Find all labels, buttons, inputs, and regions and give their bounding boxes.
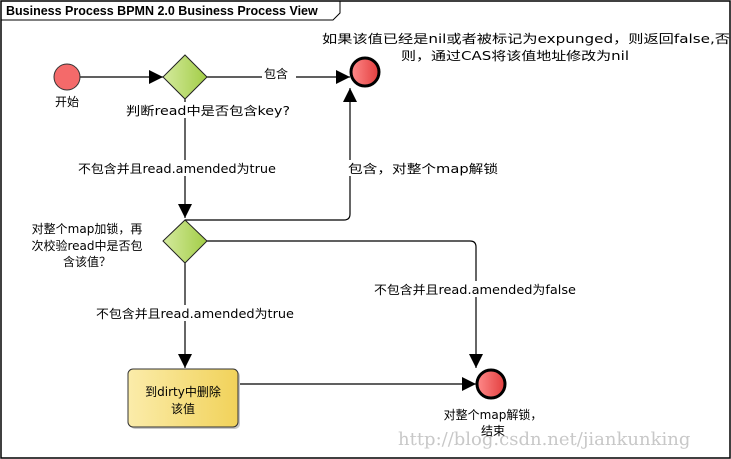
title-tab <box>1 1 341 21</box>
start-event-circle[interactable] <box>53 63 81 91</box>
end-event-unlock-finish[interactable] <box>475 368 507 400</box>
flow-label-not-contains-amended-true-2: 不包含并且read.amended为true <box>96 306 294 321</box>
task-delete-from-dirty-label-line2: 该值 <box>171 401 195 416</box>
diagram-title: Business Process BPMN 2.0 Business Proce… <box>6 4 318 18</box>
flow-label-not-contains-amended-false: 不包含并且read.amended为false <box>374 282 576 297</box>
end-event-unlock-finish-label-line1: 对整个map解锁， <box>444 407 543 422</box>
gateway-lock-recheck-label-line3: 含该值？ <box>63 254 111 269</box>
start-event-label: 开始 <box>55 95 79 109</box>
end-event-return[interactable] <box>349 56 381 88</box>
end-event-return-label-line1: 如果该值已经是nil或者被标记为expunged，则返回false,否 <box>322 31 730 46</box>
gateway-check-read-label: 判断read中是否包含key? <box>126 103 290 118</box>
gateway-lock-recheck-label-line1: 对整个map加锁，再 <box>32 221 143 236</box>
gateway-check-read[interactable] <box>162 54 208 100</box>
watermark: http://blog.csdn.net/jiankunking <box>398 429 690 450</box>
flow-label-contains-unlock: 包含，对整个map解锁 <box>348 161 498 176</box>
sequence-flows <box>80 70 483 391</box>
flow-gateway2-to-end1[interactable] <box>185 88 357 221</box>
flow-gateway2-to-end2[interactable] <box>207 240 483 368</box>
gateway-lock-recheck[interactable] <box>162 219 208 264</box>
end-event-unlock-finish-label-line2: 结束 <box>481 424 505 438</box>
gateway-lock-recheck-label-line2: 次校验read中是否包 <box>31 238 142 253</box>
task-delete-from-dirty-label-line1: 到dirty中删除 <box>145 384 221 399</box>
task-delete-from-dirty[interactable] <box>127 368 239 428</box>
flow-label-not-contains-amended-true-1: 不包含并且read.amended为true <box>78 161 276 176</box>
flow-label-contains: 包含 <box>264 66 288 81</box>
end-event-return-label-line2: 则，通过CAS将该值地址修改为nil <box>401 48 629 63</box>
start-event[interactable] <box>53 63 81 91</box>
